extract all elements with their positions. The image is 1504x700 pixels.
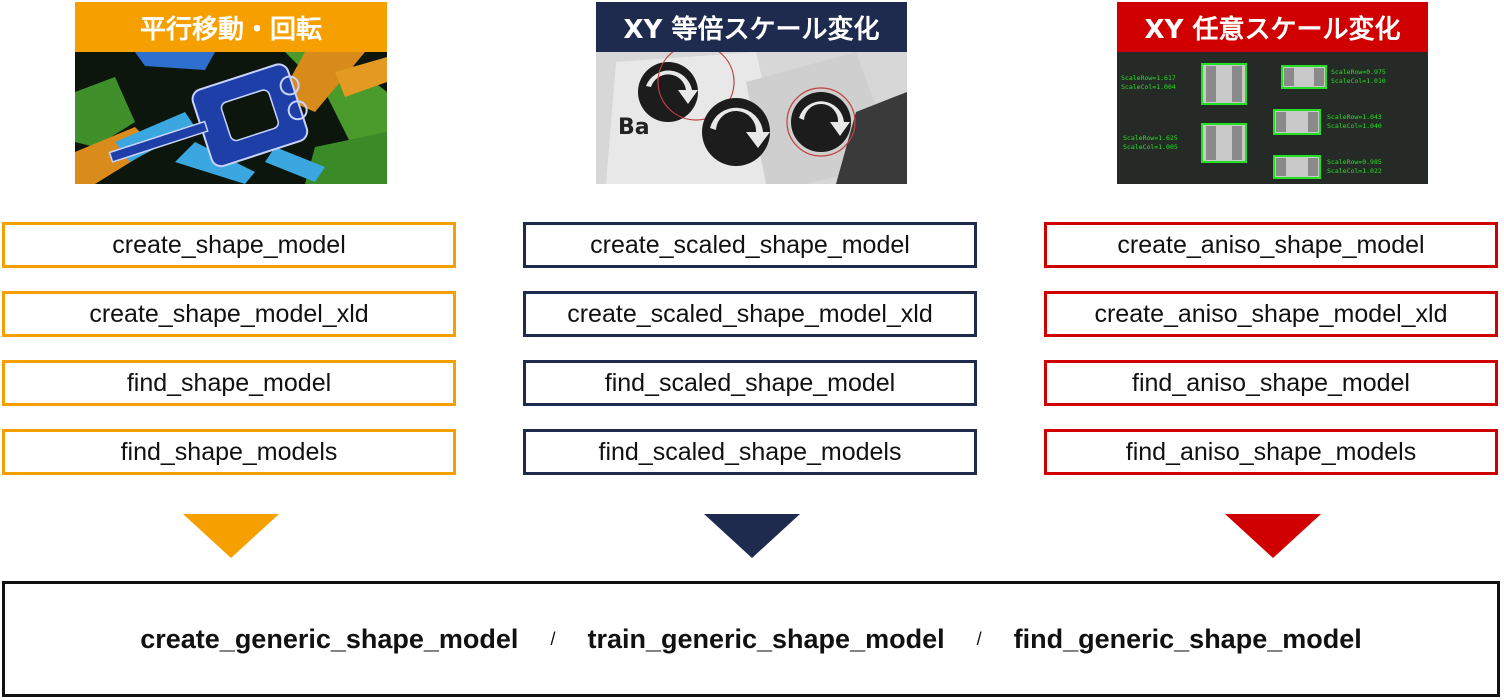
aniso-label-4-col: ScaleCol=1.040: [1327, 122, 1382, 130]
aniso-label-1-row: ScaleRow=1.617: [1121, 74, 1176, 82]
header-rigid: 平行移動・回転: [75, 2, 387, 52]
aniso-label-2-col: ScaleCol=1.010: [1331, 77, 1386, 85]
header-scaled: XY 等倍スケール変化: [596, 2, 907, 52]
generic-separator: /: [550, 628, 556, 649]
generic-train-function: train_generic_shape_model: [587, 623, 945, 654]
generic-separator: /: [976, 628, 982, 649]
aniso-label-5-col: ScaleCol=1.022: [1327, 167, 1382, 175]
aniso-label-5-row: ScaleRow=0.985: [1327, 158, 1382, 166]
chip-3: [1201, 123, 1247, 163]
aniso-function-box: create_aniso_shape_model_xld: [1044, 291, 1498, 337]
down-arrow-aniso-icon: [1225, 514, 1321, 558]
aniso-label-3-row: ScaleRow=1.625: [1123, 134, 1178, 142]
aniso-function-box: create_aniso_shape_model: [1044, 222, 1498, 268]
generic-shape-model-box: create_generic_shape_model / train_gener…: [2, 581, 1500, 697]
chip-4: [1273, 109, 1321, 135]
aniso-label-4-row: ScaleRow=1.043: [1327, 113, 1382, 121]
aniso-label-1-col: ScaleCol=1.004: [1121, 83, 1176, 91]
scaled-function-box: create_scaled_shape_model_xld: [523, 291, 977, 337]
aniso-label-3-col: ScaleCol=1.005: [1123, 143, 1178, 151]
chip-1: [1201, 63, 1247, 105]
down-arrow-scaled-icon: [704, 514, 800, 558]
scaled-function-box: find_scaled_shape_models: [523, 429, 977, 475]
scaled-image-letters: Ba: [618, 115, 650, 140]
aniso-label-2-row: ScaleRow=0.975: [1331, 68, 1386, 76]
aniso-example-image: ScaleRow=1.617 ScaleCol=1.004 ScaleRow=0…: [1117, 52, 1428, 184]
rigid-function-box: create_shape_model: [2, 222, 456, 268]
rigid-function-box: find_shape_models: [2, 429, 456, 475]
down-arrow-rigid-icon: [183, 514, 279, 558]
generic-create-function: create_generic_shape_model: [140, 623, 519, 654]
scaled-example-image: Ba: [596, 52, 907, 184]
recycle-mark-icon: [638, 52, 735, 122]
aniso-function-box: find_aniso_shape_model: [1044, 360, 1498, 406]
rigid-example-image: [75, 52, 387, 184]
generic-find-function: find_generic_shape_model: [1013, 623, 1362, 654]
header-aniso-label: XY 任意スケール変化: [1144, 14, 1401, 45]
header-scaled-label: XY 等倍スケール変化: [623, 14, 880, 45]
rigid-function-box: create_shape_model_xld: [2, 291, 456, 337]
rigid-function-box: find_shape_model: [2, 360, 456, 406]
header-aniso: XY 任意スケール変化: [1117, 2, 1428, 52]
scaled-function-box: find_scaled_shape_model: [523, 360, 977, 406]
scaled-function-box: create_scaled_shape_model: [523, 222, 977, 268]
chip-2: [1281, 65, 1327, 89]
header-rigid-label: 平行移動・回転: [139, 14, 322, 45]
aniso-function-box: find_aniso_shape_models: [1044, 429, 1498, 475]
chip-5: [1273, 155, 1321, 179]
